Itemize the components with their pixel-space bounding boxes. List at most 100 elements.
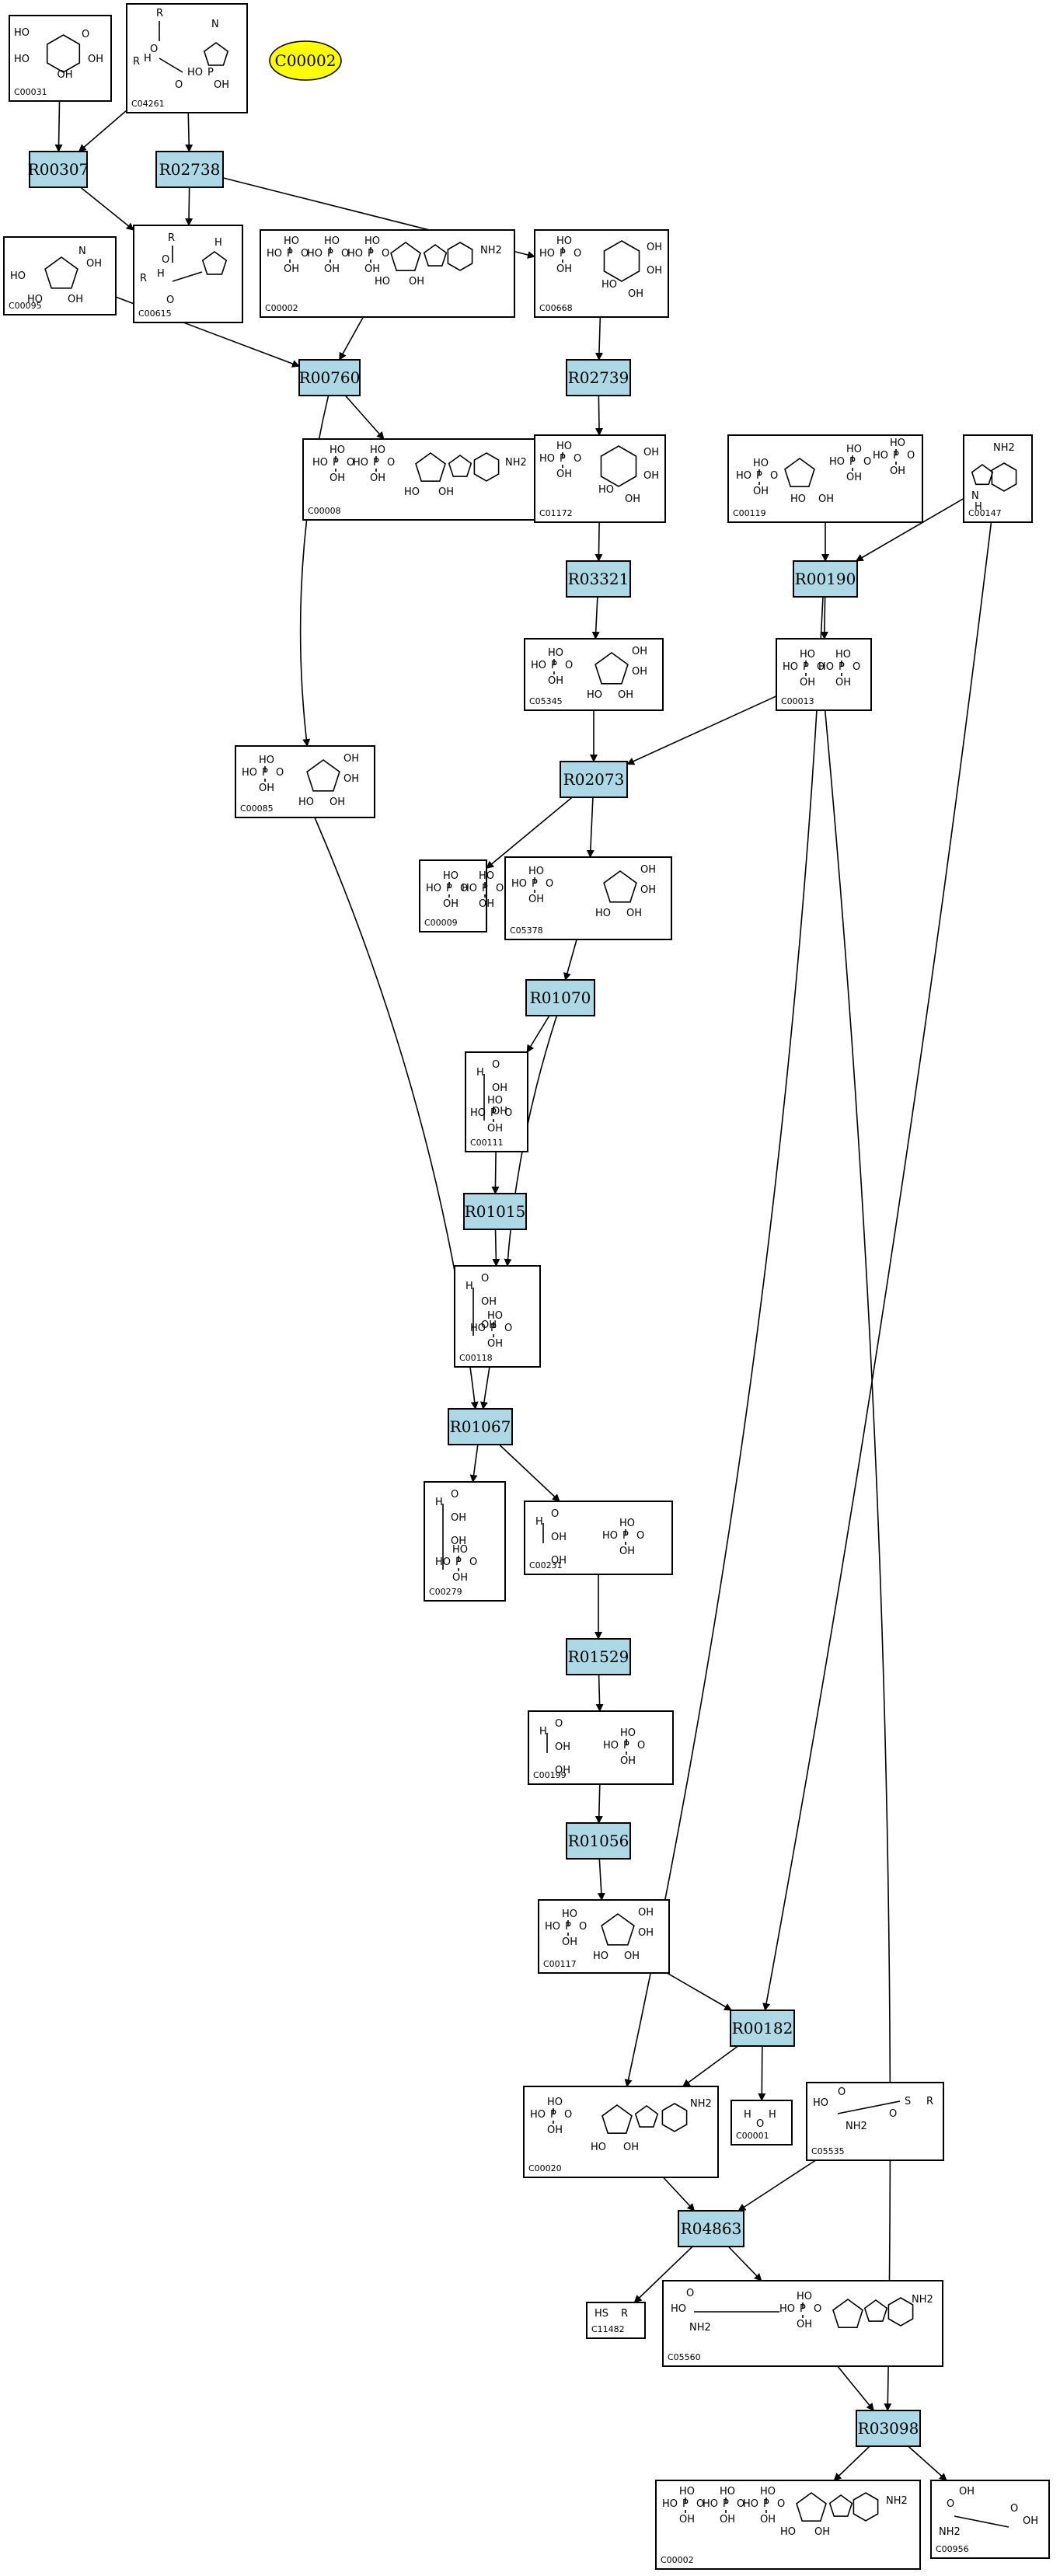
compound-box[interactable] — [528, 1710, 674, 1785]
reaction-node[interactable]: R00190 — [793, 560, 858, 598]
compound-box[interactable] — [260, 229, 515, 318]
reaction-box[interactable] — [560, 761, 628, 798]
atom-label: H — [975, 501, 982, 513]
compound-box[interactable] — [9, 15, 112, 102]
reaction-node[interactable]: R02739 — [566, 359, 631, 396]
reaction-node[interactable]: R01056 — [566, 1822, 631, 1860]
compound-box[interactable] — [524, 638, 664, 711]
compound-box[interactable] — [454, 1265, 541, 1368]
reaction-box[interactable] — [566, 359, 631, 396]
compound-box[interactable] — [3, 236, 117, 315]
compound-box[interactable] — [465, 1051, 528, 1152]
compound-box[interactable] — [235, 745, 375, 818]
compound-box[interactable] — [523, 2086, 719, 2178]
reaction-box[interactable] — [566, 1638, 631, 1675]
compound-box[interactable] — [133, 225, 243, 323]
compound-box[interactable] — [424, 1481, 506, 1602]
atom-label: HO — [27, 294, 43, 305]
reaction-node[interactable]: R04863 — [678, 2210, 744, 2247]
compound-box[interactable] — [730, 2100, 793, 2146]
reaction-box[interactable] — [463, 1193, 527, 1230]
compound-box[interactable] — [302, 438, 537, 521]
compound-box[interactable] — [534, 229, 669, 318]
reaction-node[interactable]: R02738 — [155, 151, 224, 188]
compound-box[interactable] — [534, 434, 666, 523]
reaction-node[interactable]: R00760 — [298, 359, 361, 396]
reaction-node[interactable]: R02073 — [560, 761, 628, 798]
compound-box[interactable] — [419, 859, 487, 932]
compound-box[interactable] — [930, 2480, 1050, 2559]
reaction-box[interactable] — [525, 979, 595, 1016]
ring-bond — [796, 2492, 827, 2522]
compound-box[interactable] — [963, 434, 1033, 523]
reaction-label: R02739 — [568, 368, 629, 387]
reaction-node[interactable]: R00307 — [28, 151, 89, 188]
reaction-box[interactable] — [566, 1822, 631, 1860]
atom-label: HO — [312, 457, 328, 469]
compound-box[interactable] — [126, 3, 248, 113]
reaction-node[interactable]: R01015 — [463, 1193, 527, 1230]
reaction-box[interactable] — [29, 151, 88, 188]
reaction-box[interactable] — [730, 2010, 795, 2047]
legend: C00002 — [269, 40, 342, 81]
reaction-node[interactable]: R01529 — [566, 1638, 631, 1675]
reaction-box[interactable] — [448, 1408, 513, 1445]
compound-box[interactable] — [586, 2302, 646, 2339]
atom-label: HO — [10, 270, 26, 282]
reaction-box[interactable] — [793, 560, 858, 598]
reaction-node[interactable]: R01067 — [448, 1408, 513, 1445]
compound-box[interactable] — [776, 638, 872, 711]
reaction-box[interactable] — [678, 2210, 744, 2247]
reaction-box[interactable] — [566, 560, 631, 598]
reaction-node[interactable]: R03098 — [856, 2410, 921, 2447]
atom-label: H — [435, 1497, 443, 1508]
compound-box[interactable] — [538, 1899, 670, 1974]
reaction-box[interactable] — [298, 359, 361, 396]
atom-label: HO — [703, 2498, 718, 2510]
legend-compound-ellipse[interactable] — [269, 40, 342, 81]
compound-label: C00085 — [240, 803, 274, 814]
reaction-box[interactable] — [155, 151, 224, 188]
compound-box[interactable] — [806, 2082, 944, 2161]
reaction-box[interactable] — [856, 2410, 921, 2447]
compound-box[interactable] — [727, 434, 923, 523]
compound-box[interactable] — [504, 856, 672, 940]
compound-box[interactable] — [655, 2480, 921, 2570]
reaction-node[interactable]: R01070 — [525, 979, 595, 1016]
reaction-node[interactable]: R03321 — [566, 560, 631, 598]
atom-label: HO — [783, 661, 798, 673]
reaction-node[interactable]: R00182 — [730, 2010, 795, 2047]
compound-box[interactable] — [524, 1501, 673, 1575]
